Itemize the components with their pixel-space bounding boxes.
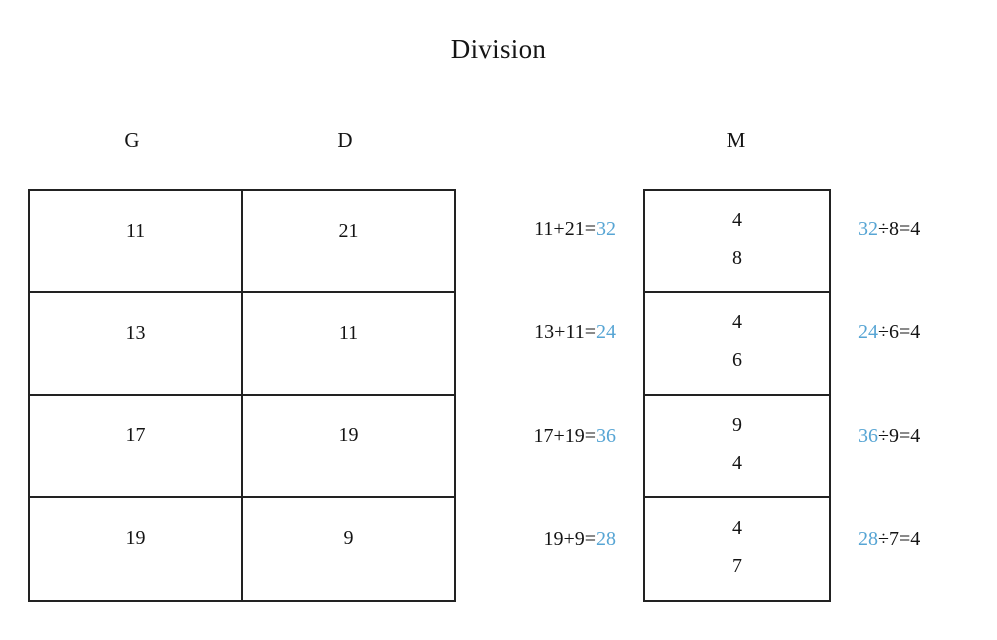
m-cell-2-bottom: 6 (732, 349, 742, 372)
division-equation-4: 28÷7=4 (858, 499, 990, 602)
m-cell-4-bottom: 7 (732, 554, 742, 577)
division-rest-3: ÷9=4 (878, 424, 921, 447)
addition-equations: 11+21=32 13+11=24 17+19=36 19+9=28 (470, 189, 616, 602)
m-cell-3-top: 9 (732, 413, 742, 436)
m-cell-2-top: 4 (732, 311, 742, 334)
column-header-d: D (337, 128, 353, 152)
m-cell-4: 4 7 (645, 498, 829, 600)
gd-cell-d-1: 21 (243, 191, 454, 294)
division-dividend-3: 36 (858, 424, 878, 447)
addition-equation-3: 17+19=36 (470, 396, 616, 499)
gd-cell-g-3: 17 (30, 395, 243, 498)
m-cell-1: 4 8 (645, 191, 829, 294)
addition-expr-4: 19+9= (543, 527, 596, 550)
addition-expr-2: 13+11= (534, 321, 596, 344)
m-cell-3-bottom: 4 (732, 451, 742, 474)
division-rest-1: ÷8=4 (878, 218, 921, 241)
division-rest-2: ÷6=4 (878, 321, 921, 344)
m-cell-1-top: 4 (732, 209, 742, 232)
gd-table: 11 21 13 11 17 19 19 9 (28, 189, 456, 602)
division-equation-2: 24÷6=4 (858, 292, 990, 395)
column-header-m: M (726, 128, 746, 152)
division-dividend-2: 24 (858, 321, 878, 344)
gd-cell-g-2: 13 (30, 293, 243, 396)
gd-cell-g-1: 11 (30, 191, 243, 294)
gd-cell-d-2: 11 (243, 293, 454, 396)
addition-equation-2: 13+11=24 (470, 292, 616, 395)
division-dividend-1: 32 (858, 218, 878, 241)
addition-result-2: 24 (596, 321, 616, 344)
division-dividend-4: 28 (858, 527, 878, 550)
gd-cell-d-3: 19 (243, 396, 454, 498)
m-cell-2: 4 6 (645, 293, 829, 396)
division-rest-4: ÷7=4 (878, 527, 921, 550)
addition-equation-1: 11+21=32 (470, 189, 616, 292)
addition-result-1: 32 (596, 218, 616, 241)
column-header-g: G (124, 128, 140, 152)
m-cell-3: 9 4 (645, 396, 829, 498)
m-cell-1-bottom: 8 (732, 247, 742, 270)
gd-cell-g-4: 19 (30, 497, 243, 600)
division-equation-3: 36÷9=4 (858, 396, 990, 499)
addition-equation-4: 19+9=28 (470, 499, 616, 602)
addition-expr-1: 11+21= (534, 218, 596, 241)
addition-expr-3: 17+19= (533, 424, 596, 447)
m-cell-4-top: 4 (732, 516, 742, 539)
gd-cell-d-4: 9 (343, 527, 354, 550)
addition-result-4: 28 (596, 527, 616, 550)
addition-result-3: 36 (596, 424, 616, 447)
division-equations: 32÷8=4 24÷6=4 36÷9=4 28÷7=4 (858, 189, 990, 602)
m-table: 4 8 4 6 9 4 4 7 (643, 189, 831, 602)
division-equation-1: 32÷8=4 (858, 189, 990, 292)
page-title: Division (450, 34, 547, 64)
